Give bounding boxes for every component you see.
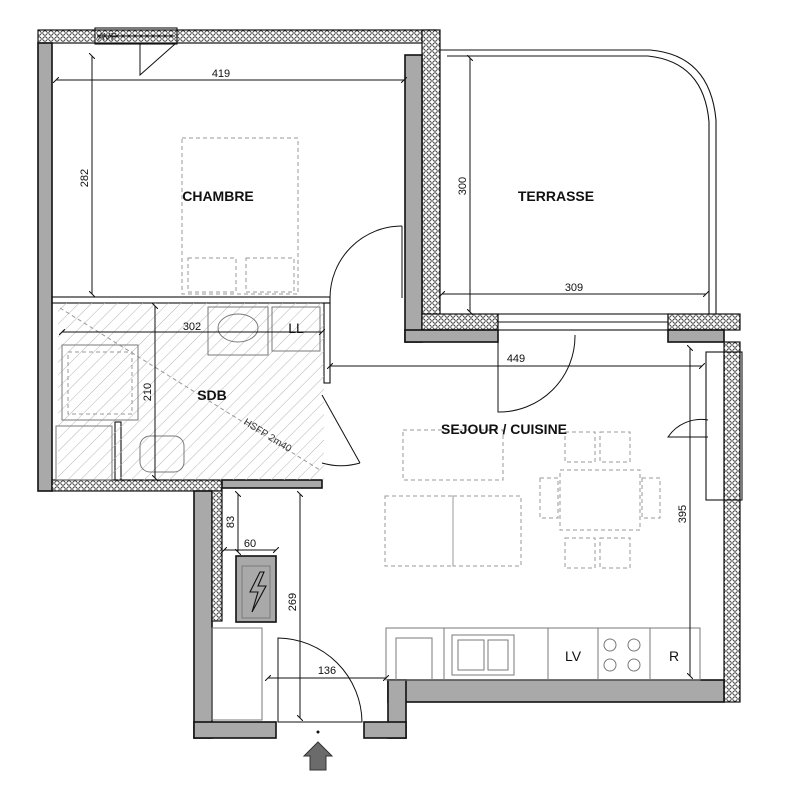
wall-bottom-sejour [387, 679, 725, 703]
room-sdb: SDB [197, 387, 227, 403]
doors [277, 225, 709, 723]
walls [37, 29, 741, 739]
label-ll: LL [288, 320, 304, 336]
dim-sejour-width: 449 [507, 353, 525, 365]
label-r: R [669, 648, 679, 664]
dim-chambre-height: 282 [79, 169, 91, 187]
windows [94, 27, 743, 501]
terrasse [440, 49, 717, 314]
label-lv: LV [565, 648, 582, 664]
room-sejour: SEJOUR / CUISINE [441, 421, 567, 437]
partition-sdb-right [323, 302, 331, 384]
lightning-icon [241, 565, 271, 619]
dim-sejour-height: 395 [677, 505, 689, 523]
dim-entry-60: 60 [244, 538, 256, 550]
wall-chambre-terrasse [421, 29, 441, 331]
wall-entry-left [193, 490, 213, 739]
dim-terrasse-width: 309 [565, 282, 583, 294]
dimensions [56, 56, 706, 718]
room-terrasse: TERRASSE [518, 188, 594, 204]
dim-chambre-width: 419 [212, 68, 230, 80]
wall-right-sejour [723, 341, 741, 703]
dim-sdb-width: 302 [183, 321, 201, 333]
partition-sdb-chambre [51, 296, 331, 304]
wall-shaft [235, 555, 277, 623]
wall-sdb-bottom-right [221, 479, 323, 489]
dim-terrasse-height: 300 [457, 177, 469, 195]
wall-entry-left-insul [211, 490, 223, 622]
wall-sejour-top-right-inner [667, 329, 725, 343]
dim-entry-269: 269 [287, 593, 299, 611]
wall-entry-bottom-right [363, 721, 407, 739]
dim-entry-83: 83 [225, 516, 237, 528]
wall-entry-bottom [193, 721, 277, 739]
wall-sejour-top-right [667, 313, 741, 331]
dim-entry-136: 136 [318, 665, 336, 677]
dim-sdb-height: 210 [142, 383, 154, 401]
wall-chambre-right [404, 54, 423, 343]
room-chambre: CHAMBRE [182, 188, 254, 204]
entry-arrow-icon [302, 730, 334, 771]
wall-sejour-top-left [404, 329, 499, 343]
label-avf: AVF [98, 32, 117, 43]
wall-left [37, 42, 53, 492]
wall-terrasse-bottom [421, 313, 499, 331]
wall-sdb-bottom [51, 479, 223, 492]
